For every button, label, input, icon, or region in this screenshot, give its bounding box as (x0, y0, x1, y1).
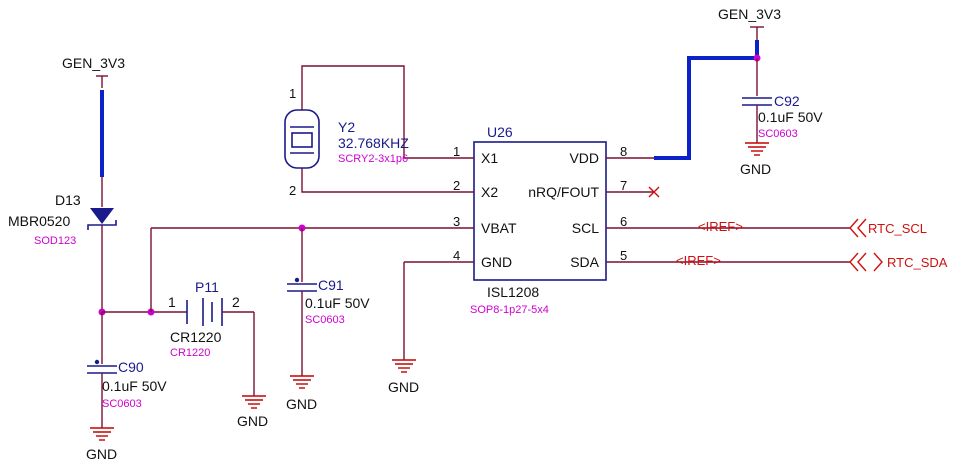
iref-scl-label: <IREF> (698, 219, 743, 234)
c91-value: 0.1uF 50V (305, 295, 370, 311)
rtc-sda-label: RTC_SDA (887, 255, 948, 270)
u26-pin-name: SCL (572, 220, 599, 236)
u26-pin-name: X2 (481, 184, 498, 200)
c90-footprint: SC0603 (102, 398, 142, 410)
polarity-dot-icon (294, 277, 300, 283)
u26-pin-name: nRQ/FOUT (528, 184, 599, 200)
d13-diode: D13 MBR0520 SOD123 (8, 177, 117, 312)
u26-pin-num: 8 (620, 144, 627, 159)
gnd-symbol-p11: GND (237, 395, 268, 429)
c91-ref: C91 (318, 277, 344, 293)
diode-triangle-icon (90, 208, 114, 224)
gen-3v3-right-label: GEN_3V3 (718, 6, 781, 22)
u26-pin-name: GND (481, 254, 512, 270)
gnd-symbol-c91: GND (286, 375, 317, 412)
y2-pin1-wire (301, 65, 440, 159)
c90-capacitor: C90 0.1uF 50V SC0603 (87, 312, 167, 428)
y2-pin2-wire (301, 168, 440, 193)
gnd-label: GND (388, 379, 419, 395)
u26-pin-num: 4 (453, 248, 460, 263)
u26-body (473, 141, 607, 281)
d13-ref: D13 (55, 192, 81, 208)
u26-pin-num: 6 (620, 214, 627, 229)
c91-capacitor: C91 0.1uF 50V SC0603 (287, 228, 370, 376)
c92-footprint: SC0603 (758, 128, 798, 140)
gnd-label: GND (740, 161, 771, 177)
d13-footprint: SOD123 (34, 235, 76, 247)
c92-ref: C92 (774, 93, 800, 109)
c91-footprint: SC0603 (305, 314, 345, 326)
y2-pin1: 1 (289, 86, 296, 101)
y2-crystal: 1 2 Y2 32.768KHZ SCRY2-3x1p6 (284, 65, 440, 198)
p11-battery-holder: 1 2 P11 CR1220 CR1220 (168, 279, 255, 396)
y2-pin2: 2 (289, 183, 296, 198)
p11-part: CR1220 (170, 329, 222, 345)
gen-3v3-left-label: GEN_3V3 (62, 55, 125, 71)
u26-pin-name: SDA (570, 254, 599, 270)
port-arrow-icon (849, 218, 859, 238)
polarity-dot-icon (94, 359, 100, 365)
u26-pin-num: 3 (453, 214, 460, 229)
u26-ref: U26 (487, 124, 513, 140)
u26-pin-name: VDD (569, 150, 599, 166)
u26-pin-num: 7 (620, 178, 627, 193)
u26-pin-num: 1 (453, 144, 460, 159)
power-bus-right (654, 40, 759, 160)
rtc-scl-label: RTC_SCL (868, 221, 927, 236)
p11-pin1: 1 (168, 294, 176, 310)
gnd-symbol-c90: GND (86, 427, 117, 462)
gnd-symbol-c92: GND (740, 142, 771, 177)
gen-3v3-right-power: GEN_3V3 (654, 6, 781, 160)
iref-sda-label: <IREF> (676, 253, 721, 268)
rtc-sda-net: <IREF> RTC_SDA (654, 252, 948, 272)
p11-pin2: 2 (232, 294, 240, 310)
u26-footprint: SOP8-1p27-5x4 (470, 304, 549, 316)
c90-value: 0.1uF 50V (102, 378, 167, 394)
y2-value: 32.768KHZ (338, 135, 409, 151)
c92-capacitor: C92 0.1uF 50V SC0603 (742, 58, 823, 143)
p11-footprint: CR1220 (170, 347, 210, 359)
y2-ref: Y2 (338, 119, 355, 135)
gnd-symbol-u26: GND (388, 359, 419, 395)
gen-3v3-left-power: GEN_3V3 (62, 55, 125, 177)
u26-pin-name: X1 (481, 150, 498, 166)
u26-part: ISL1208 (487, 284, 539, 300)
y2-footprint: SCRY2-3x1p6 (338, 153, 408, 165)
crystal-icon (284, 109, 320, 169)
u26-rtc-chip: U26 ISL1208 SOP8-1p27-5x4 1 2 3 4 X1 X2 … (440, 124, 654, 316)
rtc-scl-net: <IREF> RTC_SCL (654, 218, 927, 238)
c92-value: 0.1uF 50V (758, 109, 823, 125)
gnd-label: GND (286, 396, 317, 412)
d13-part: MBR0520 (8, 213, 70, 229)
gnd-label: GND (237, 413, 268, 429)
no-connect-icon (648, 186, 660, 198)
u26-pin-num: 2 (453, 178, 460, 193)
p11-ref: P11 (195, 279, 219, 295)
bidir-port-icon (849, 252, 859, 272)
c90-ref: C90 (118, 359, 144, 375)
u26-pin-num: 5 (620, 248, 627, 263)
gnd-label: GND (86, 446, 117, 462)
u26-pin-name: VBAT (481, 220, 517, 236)
